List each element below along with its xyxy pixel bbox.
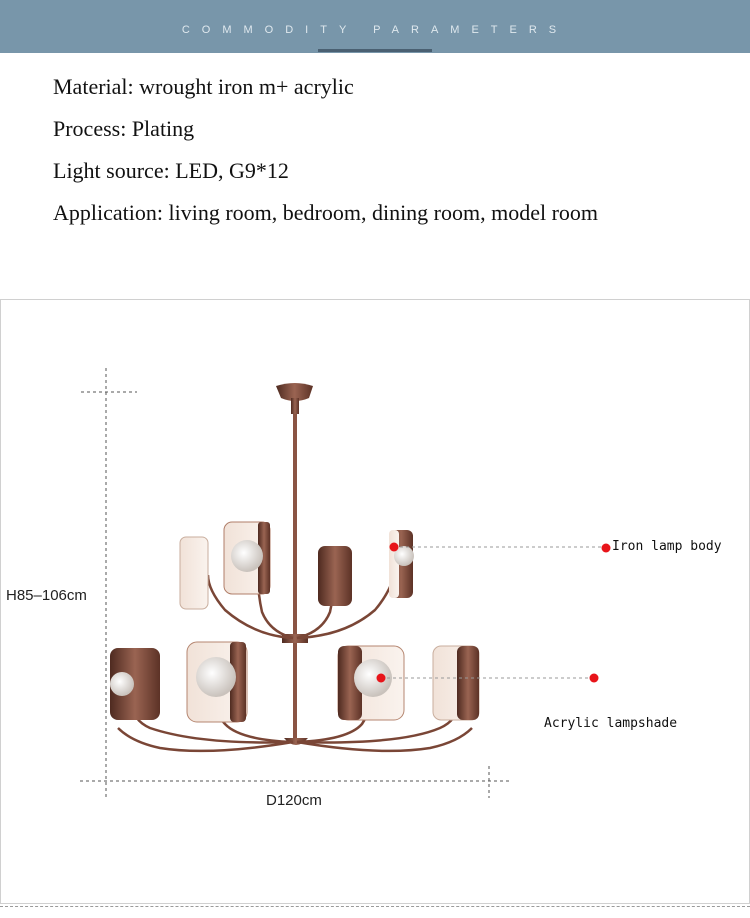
callout-iron-lamp-body: Iron lamp body — [612, 539, 722, 554]
spec-process: Process: Plating — [53, 116, 195, 141]
marker-iron-body-start — [389, 542, 399, 552]
width-dimension-label: D120cm — [266, 792, 322, 809]
height-dimension-label: H85–106cm — [6, 587, 87, 604]
marker-iron-body-end — [601, 543, 611, 553]
marker-acrylic-start — [376, 673, 386, 683]
bottom-divider — [0, 906, 750, 908]
canopy-and-stem — [276, 383, 313, 745]
lower-shades — [110, 641, 480, 723]
spec-application: Application: living room, bedroom, dinin… — [53, 200, 599, 225]
dimension-guides — [80, 368, 510, 798]
upper-shades — [179, 521, 414, 610]
spec-material: Material: wrought iron m+ acrylic — [53, 74, 354, 99]
banner-title: COMMODITY PARAMETERS — [181, 24, 569, 36]
banner-underline — [318, 49, 432, 52]
callout-acrylic-lampshade: Acrylic lampshade — [544, 716, 678, 731]
marker-acrylic-end — [589, 673, 599, 683]
header-banner: COMMODITY PARAMETERS — [0, 0, 750, 53]
product-diagram-frame — [0, 299, 750, 904]
spec-light-source: Light source: LED, G9*12 — [53, 158, 289, 183]
callout-leaders — [376, 542, 611, 683]
spec-list: Material: wrought iron m+ acrylic Proces… — [53, 70, 598, 238]
